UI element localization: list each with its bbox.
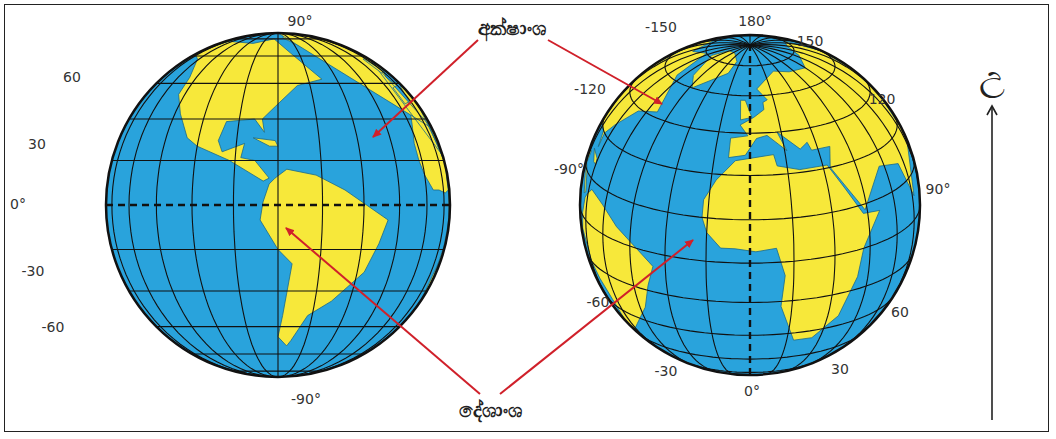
grid-line bbox=[750, 45, 835, 371]
degree-label: 120 bbox=[869, 92, 896, 107]
grid-line bbox=[234, 33, 279, 377]
degree-label: 180° bbox=[738, 14, 772, 29]
grid-line bbox=[278, 33, 400, 377]
degree-label: 30 bbox=[831, 362, 849, 377]
globes bbox=[106, 33, 920, 377]
grid-line bbox=[750, 45, 794, 374]
grid-line bbox=[750, 38, 781, 46]
degree-label: 60 bbox=[63, 70, 81, 85]
north-arrow bbox=[991, 106, 993, 420]
grid-line bbox=[706, 45, 750, 374]
degree-label: 90° bbox=[288, 14, 313, 29]
degree-label: 30 bbox=[28, 137, 46, 152]
grid-line bbox=[156, 33, 278, 377]
leader-arrows bbox=[286, 40, 693, 394]
grid-line bbox=[278, 33, 427, 377]
grid-line bbox=[586, 45, 750, 304]
degree-label: -90° bbox=[291, 392, 321, 407]
leader-line bbox=[500, 240, 693, 394]
grid-line bbox=[750, 45, 883, 99]
north-label: උ bbox=[979, 59, 1005, 96]
grid-line bbox=[278, 33, 450, 377]
callout-label: අක්ෂාංශ bbox=[478, 17, 546, 39]
grid-line bbox=[278, 33, 444, 377]
degree-label: -30 bbox=[22, 264, 45, 279]
degree-label: 0° bbox=[744, 384, 760, 399]
degree-label: 90° bbox=[926, 182, 951, 197]
degree-label: -30 bbox=[655, 364, 678, 379]
degree-label: 60 bbox=[891, 305, 909, 320]
leader-line bbox=[373, 40, 478, 137]
leader-line bbox=[286, 228, 480, 394]
reference-line bbox=[749, 45, 751, 375]
grid-line bbox=[750, 45, 920, 205]
land-mass bbox=[179, 39, 322, 181]
grid-line bbox=[192, 33, 278, 377]
degree-label: -150 bbox=[645, 20, 677, 35]
grid-line bbox=[277, 33, 278, 377]
grid-line bbox=[129, 33, 278, 377]
degree-label: -90° bbox=[554, 162, 584, 177]
grid-line bbox=[106, 33, 278, 377]
grid-line bbox=[608, 298, 892, 335]
land-mass bbox=[253, 138, 278, 146]
grid-line bbox=[665, 45, 750, 371]
degree-label: -120 bbox=[574, 82, 606, 97]
degree-label: 0° bbox=[10, 197, 26, 212]
grid-line bbox=[278, 33, 323, 377]
grid-line bbox=[580, 45, 750, 205]
grid-line bbox=[749, 35, 750, 45]
grid-line bbox=[750, 36, 764, 46]
degree-label: -60 bbox=[42, 320, 65, 335]
degree-label: 150 bbox=[797, 34, 824, 49]
leader-line bbox=[548, 40, 662, 104]
callout-label: දේශාංශ bbox=[459, 399, 522, 421]
grid-line bbox=[278, 33, 364, 377]
grid-line bbox=[112, 33, 278, 377]
land-mass bbox=[692, 51, 737, 88]
degree-label: -60 bbox=[587, 295, 610, 310]
grid-line bbox=[750, 45, 914, 304]
grid-line bbox=[630, 45, 750, 364]
grid-line bbox=[750, 45, 870, 364]
